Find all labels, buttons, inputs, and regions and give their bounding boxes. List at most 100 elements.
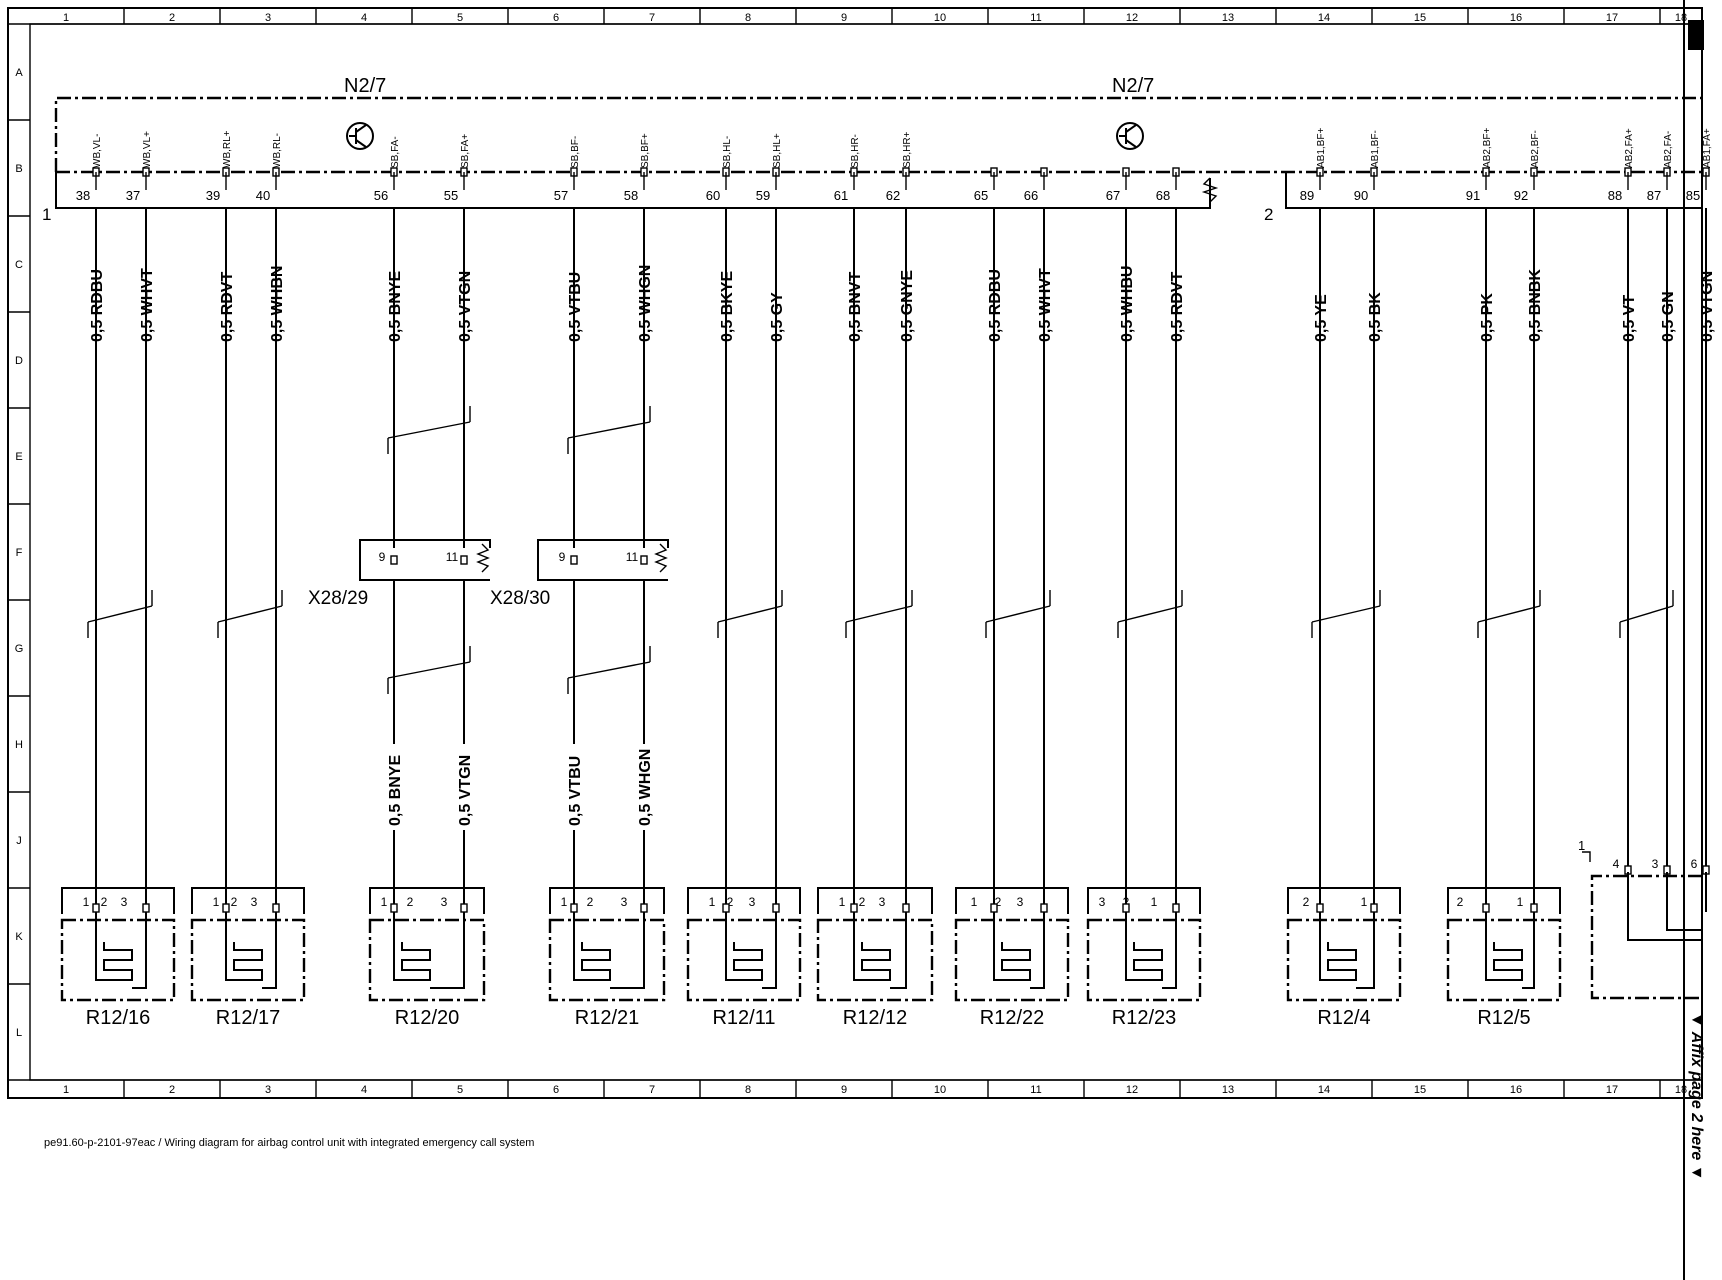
right-connector-pin: 6 [1691, 857, 1698, 871]
column-number: 1 [63, 12, 69, 24]
wire-color-label: 0,5 GN [1660, 291, 1677, 342]
component-pin: 2 [995, 895, 1002, 909]
row-letter: C [15, 259, 23, 271]
heating-element-icon [95, 912, 147, 989]
component-label: R12/23 [1112, 1007, 1177, 1029]
signal-label: SB,BF+ [640, 133, 651, 168]
row-letter: G [15, 643, 24, 655]
pin-number: 88 [1608, 188, 1622, 203]
wire-55: SB,FA+550,5 VTGN [444, 134, 474, 904]
inner-border [29, 23, 1703, 1081]
column-number: 8 [745, 12, 751, 24]
column-number: 16 [1510, 1084, 1522, 1096]
wire-39: WB,RL+390,5 RDVT [206, 130, 236, 904]
twisted-pair-mark [717, 590, 783, 638]
wire-38: WB,VL-380,5 RDBU [76, 134, 106, 904]
connector-pin: 11 [626, 550, 639, 564]
component-pin: 1 [83, 895, 90, 909]
column-number: 14 [1318, 12, 1330, 24]
component-pin: 3 [621, 895, 628, 909]
wire-66: 66 0,5 WHVT [1024, 167, 1054, 904]
twisted-pair-mark [845, 590, 913, 638]
column-number: 9 [841, 12, 847, 24]
wire-color-label: 0,5 YE [1313, 294, 1330, 342]
signal-label: SB,FA+ [460, 134, 471, 168]
pin-number: 40 [256, 188, 270, 203]
signal-label: SB,FA- [390, 136, 401, 168]
signal-label: AB2,FA+ [1624, 128, 1635, 168]
heating-element-icon [225, 912, 277, 989]
column-number: 17 [1606, 1084, 1618, 1096]
wire-56: SB,FA-560,5 BNYE [374, 136, 404, 904]
affix-note: ▼ Affix page 2 here ▼ [1688, 1012, 1705, 1181]
column-number: 10 [934, 12, 946, 24]
component-label: R12/12 [843, 1007, 908, 1029]
wire-61: SB,HR-610,5 BNVT [834, 134, 864, 904]
connector-pin: 9 [379, 550, 386, 564]
heating-element-icon [853, 912, 907, 989]
pin-number: 66 [1024, 188, 1038, 203]
wire-color-label: 0,5 WHGN [637, 265, 654, 342]
wire-color-label-lower: 0,5 VTBU [567, 756, 584, 826]
component-pin: 1 [381, 895, 388, 909]
wire-color-label: 0,5 WHVT [139, 268, 156, 342]
wire-color-label: 0,5 VTBU [567, 272, 584, 342]
wire-color-label: 0,5 WHBN [269, 266, 286, 342]
wire-40: WB,RL-400,5 WHBN [256, 133, 286, 904]
component-pin: 3 [1017, 895, 1024, 909]
transistor-icon [1116, 122, 1144, 150]
component-pin: 3 [879, 895, 886, 909]
connector-label: X28/30 [490, 588, 550, 609]
component-label: R12/17 [216, 1007, 281, 1029]
column-number: 4 [361, 1084, 367, 1096]
column-number: 4 [361, 12, 367, 24]
wire-color-label: 0,5 RDBU [987, 269, 1004, 342]
wire-57: SB,BF-570,5 VTBU [554, 136, 584, 904]
wire-color-label: 0,5 BNBK [1527, 269, 1544, 342]
row-letter: A [15, 67, 23, 79]
component-pin: 2 [101, 895, 108, 909]
component-pin: 2 [1457, 895, 1464, 909]
column-number: 11 [1030, 1084, 1041, 1096]
wire-37: WB,VL+370,5 WHVT [126, 131, 156, 904]
wire-68: 680,5 RDVT [1156, 167, 1186, 904]
column-number: 1 [63, 1084, 69, 1096]
wire-color-label: 0,5 GY [769, 292, 786, 342]
heating-element-icon [1485, 912, 1535, 989]
wire-color-label: 0,5 BNVT [847, 272, 864, 342]
column-number: 14 [1318, 1084, 1330, 1096]
column-number: 6 [553, 1084, 559, 1096]
twisted-pair-mark [567, 406, 651, 454]
column-number: 5 [457, 1084, 463, 1096]
diagram-caption: pe91.60-p-2101-97eac / Wiring diagram fo… [44, 1137, 534, 1149]
signal-label: AB2,BF+ [1482, 128, 1493, 168]
right-connector-pin: 4 [1613, 857, 1620, 871]
wire-color-label: 0,5 WHVT [1037, 268, 1054, 342]
pin-number: 89 [1300, 188, 1314, 203]
column-number: 16 [1510, 12, 1522, 24]
column-number: 10 [934, 1084, 946, 1096]
pin-number: 39 [206, 188, 220, 203]
wire-89: AB1,BF+890,5 YE [1300, 128, 1330, 904]
wire-62: SB,HR+620,5 GNYE [886, 131, 916, 904]
component-label: R12/5 [1477, 1007, 1530, 1029]
wire-color-label: 0,5 GNYE [899, 270, 916, 342]
wire-color-label: 0,5 PK [1479, 293, 1496, 342]
component-label: R12/22 [980, 1007, 1045, 1029]
pin-number: 65 [974, 188, 988, 203]
signal-label: WB,RL+ [222, 130, 233, 168]
pin-number: 90 [1354, 188, 1368, 203]
column-number: 5 [457, 12, 463, 24]
row-letter: F [16, 547, 23, 559]
column-number: 18 [1675, 12, 1687, 24]
pin-number: 56 [374, 188, 388, 203]
pin-number: 87 [1647, 188, 1661, 203]
component-pin: 2 [1303, 895, 1310, 909]
